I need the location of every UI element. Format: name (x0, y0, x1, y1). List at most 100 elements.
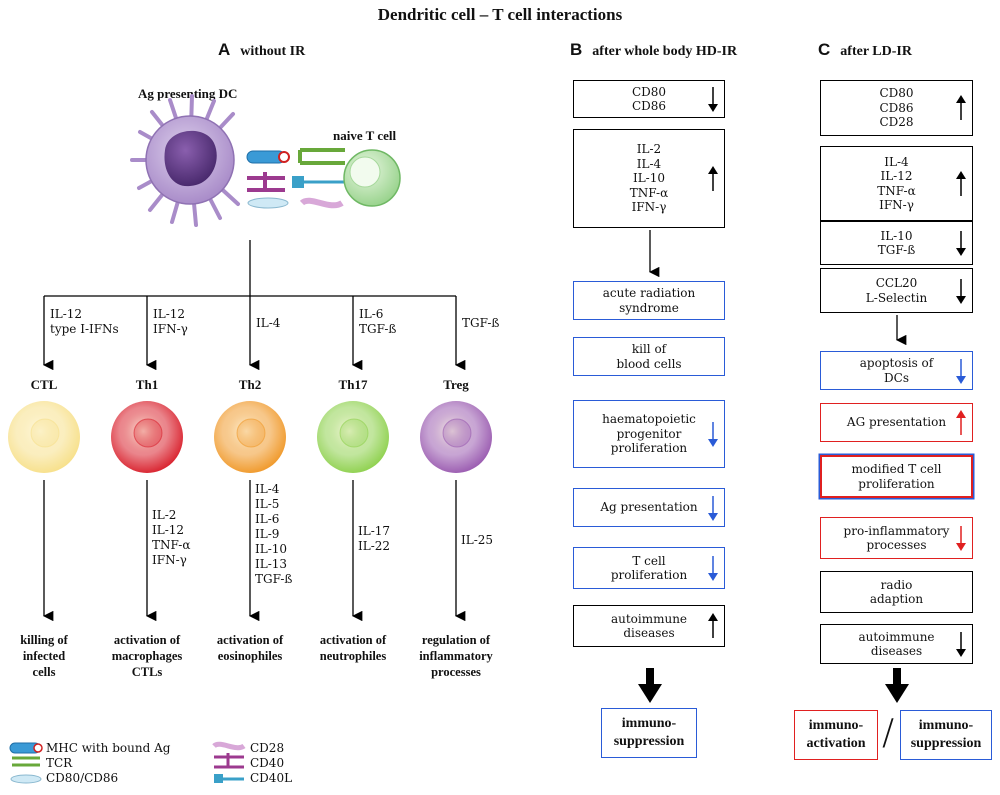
down-arrow-icon (708, 422, 718, 447)
outcome-line: eosinophiles (217, 649, 283, 663)
box-line: autoimmune (858, 629, 935, 644)
box-arrow (706, 606, 720, 646)
cytokine-label: IL-12 (50, 307, 83, 321)
product-label: IL-6 (255, 512, 280, 526)
box-arrow (706, 489, 720, 526)
box-line: CD86 (631, 99, 667, 113)
panel-a-letter: A (218, 40, 231, 59)
outcome-line: macrophages (111, 649, 183, 663)
box-line: proliferation (858, 476, 935, 491)
box-line: IL-12 (880, 169, 913, 183)
panel-b-box-5: Ag presentation (573, 488, 725, 527)
panel-b-heading-text: after whole body HD-IR (592, 44, 738, 59)
product-label: TGF-ß (255, 572, 293, 586)
cytokine-label: type I-IFNs (50, 322, 119, 336)
down-arrow-icon (956, 278, 966, 304)
box-line: radio (880, 577, 913, 592)
cytokine-label: TGF-ß (359, 322, 397, 336)
outcome-th2: activation of eosinophiles (200, 632, 300, 664)
outcome-th17: activation of neutrophiles (303, 632, 403, 664)
up-arrow-icon (956, 409, 966, 435)
cd40l-icon (214, 774, 244, 783)
cell-name-treg: Treg (443, 377, 469, 392)
product-label: IL-22 (358, 539, 391, 553)
naive-t-cell (343, 149, 401, 207)
cell-name-th17: Th17 (338, 377, 368, 392)
panel-c-letter: C (818, 40, 831, 59)
cell-name-ctl: CTL (30, 377, 58, 392)
outcome-line: activation of (113, 633, 181, 647)
tcr-icon (12, 756, 40, 767)
legend-cd80-cd86: CD80/CD86 (46, 771, 119, 785)
panel-b-result-arrow (638, 668, 662, 703)
cell-th2 (214, 401, 286, 473)
outcome-line: regulation of (421, 633, 491, 647)
product-label: IL-2 (152, 508, 177, 522)
outcome-line: activation of (319, 633, 387, 647)
product-label: IFN-γ (152, 553, 187, 567)
dc-label: Ag presenting DC (138, 86, 238, 101)
cd40-icon (214, 753, 244, 769)
down-arrow-icon (956, 358, 966, 384)
outcome-line: neutrophiles (319, 649, 387, 663)
box-arrow (954, 147, 968, 220)
box-arrow (706, 130, 720, 227)
box-line: IL-4 (636, 156, 662, 171)
box-line: progenitor (616, 426, 682, 441)
outcome-line: killing of (20, 633, 68, 647)
branch-cytokines-2: IL-4 (256, 316, 280, 331)
up-arrow-icon (708, 165, 718, 191)
cell-name-th2: Th2 (238, 377, 262, 392)
panel-c-result-arrow (885, 668, 909, 703)
panel-b-letter: B (570, 40, 583, 59)
down-arrow-icon (708, 556, 718, 581)
box-line: L-Selectin (865, 290, 928, 305)
box-arrow (706, 548, 720, 588)
panel-b-result-line2: suppression (613, 734, 685, 749)
box-arrow (954, 625, 968, 663)
outcome-line: activation of (216, 633, 284, 647)
tcell-label: naive T cell (333, 128, 397, 143)
box-line: proliferation (610, 441, 688, 456)
panel-b-result-line1: immuno- (621, 716, 677, 731)
box-line: T cell (632, 553, 666, 568)
product-label: IL-4 (255, 482, 280, 496)
panel-c-result-right-line1: immuno- (918, 718, 974, 733)
box-line: diseases (870, 644, 923, 658)
result-separator: / (882, 712, 895, 753)
legend-cd40: CD40 (250, 756, 285, 770)
box-line: CCL20 (875, 276, 918, 290)
legend-cd28: CD28 (250, 741, 285, 755)
up-arrow-icon (956, 95, 966, 120)
box-line: apoptosis of (859, 356, 934, 370)
panel-c-result-right-line2: suppression (910, 736, 982, 751)
cd28-icon (212, 741, 246, 751)
box-arrow (954, 269, 968, 312)
outcome-line: CTLs (131, 665, 163, 679)
product-label: IL-25 (461, 533, 494, 547)
cell-treg (420, 401, 492, 473)
outcome-line: inflammatory (419, 649, 493, 663)
product-label: IL-10 (255, 542, 288, 556)
